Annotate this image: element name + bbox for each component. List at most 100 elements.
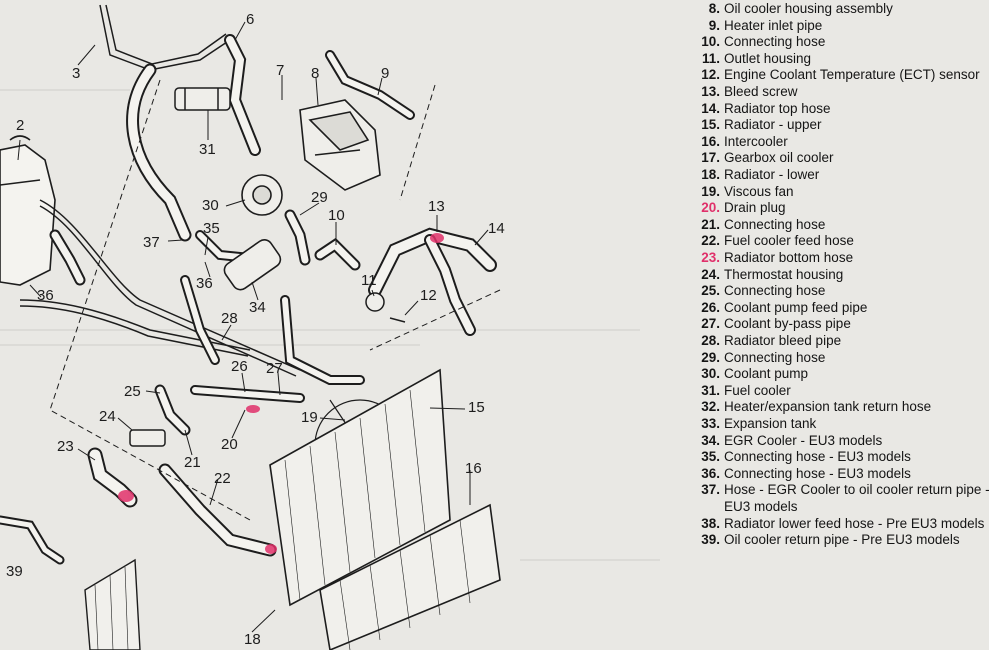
legend-number: 19.: [701, 183, 720, 199]
legend-item: 27.Coolant by-pass pipe: [680, 316, 851, 332]
callout-26: 26: [231, 358, 248, 375]
legend-label: Oil cooler housing assembly: [724, 1, 893, 16]
callout-31: 31: [199, 141, 216, 158]
legend-item: 34.EGR Cooler - EU3 models: [680, 433, 882, 449]
diagram-drawing: [0, 4, 660, 650]
callout-36-b: 36: [37, 287, 54, 304]
legend-label: Connecting hose: [724, 216, 826, 232]
callout-12: 12: [420, 287, 437, 304]
intercooler: [319, 503, 501, 650]
legend-item: 16.Intercooler: [680, 134, 788, 150]
legend-item: 39.Oil cooler return pipe - Pre EU3 mode…: [680, 532, 960, 548]
legend-number: 38.: [701, 515, 720, 531]
legend-item: 18. Radiator - lower: [680, 167, 819, 183]
legend-item: 28. Radiator bleed pipe: [680, 333, 841, 349]
legend-number: 33.: [701, 416, 720, 431]
callout-30: 30: [202, 197, 219, 214]
legend-item: 30.Coolant pump: [680, 366, 808, 382]
legend-number: 13.: [701, 84, 720, 99]
legend-number: 28.: [701, 333, 720, 348]
callout-28: 28: [221, 310, 238, 327]
callout-22: 22: [214, 470, 231, 487]
legend-label: Bleed screw: [724, 84, 798, 99]
legend-item: 35.Connecting hose - EU3 models: [680, 449, 911, 465]
legend-number: 11.: [701, 50, 720, 66]
callout-29: 29: [311, 189, 328, 206]
callout-7: 7: [276, 62, 285, 79]
legend-item: 25.Connecting hose: [680, 283, 825, 299]
legend-number: 9.: [708, 17, 720, 33]
callout-15: 15: [468, 399, 485, 416]
legend-item: 32.Heater/expansion tank return hose: [680, 399, 931, 415]
legend-label: Oil cooler return pipe - Pre EU3 models: [724, 532, 960, 548]
callout-36: 36: [196, 275, 213, 292]
legend-item: 11.Outlet housing: [680, 51, 811, 67]
callout-2: 2: [16, 117, 25, 134]
legend-label: Connecting hose: [724, 283, 826, 299]
egr-cooler: [223, 238, 282, 291]
legend-number: 32.: [701, 399, 720, 415]
legend-number: 37.: [701, 482, 720, 498]
legend-number: 36.: [701, 465, 720, 481]
legend-label: EGR Cooler - EU3 models: [724, 432, 883, 448]
callout-34: 34: [249, 299, 266, 316]
legend-label: Radiator bleed pipe: [724, 333, 842, 348]
callout-13: 13: [428, 198, 445, 215]
legend-label: Coolant by-pass pipe: [724, 316, 851, 332]
legend-number: 17.: [701, 150, 720, 166]
legend-label: Heater/expansion tank return hose: [724, 399, 932, 415]
legend-item: 29.Connecting hose: [680, 350, 825, 366]
legend-label: Radiator - upper: [724, 117, 822, 133]
callout-27: 27: [266, 360, 283, 377]
legend-label: Connecting hose: [724, 34, 826, 50]
legend-label: Radiator - lower: [724, 167, 820, 182]
legend-number: 25.: [701, 283, 720, 299]
legend-label: Expansion tank: [724, 416, 817, 431]
legend-item: 17.Gearbox oil cooler: [680, 150, 833, 166]
legend-number: 23.: [701, 250, 720, 265]
legend-label: EU3 models: [724, 499, 798, 514]
legend-number: 12.: [701, 67, 720, 83]
legend-item: 38.Radiator lower feed hose - Pre EU3 mo…: [680, 516, 984, 532]
legend-item: 8.Oil cooler housing assembly: [680, 1, 893, 17]
legend-number: 22.: [701, 233, 720, 249]
legend-label: Radiator bottom hose: [724, 250, 854, 265]
legend-label: Hose - EGR Cooler to oil cooler return p…: [724, 482, 989, 498]
legend-number: 18.: [701, 167, 720, 182]
legend-label: Heater inlet pipe: [724, 17, 823, 33]
callout-19: 19: [301, 409, 318, 426]
legend-number: 21.: [701, 216, 720, 232]
legend-label: Radiator lower feed hose - Pre EU3 model…: [724, 515, 985, 531]
legend-number: 20.: [701, 200, 720, 216]
callout-25: 25: [124, 383, 141, 400]
legend-number: 39.: [701, 532, 720, 548]
legend-item: 23. Radiator bottom hose: [680, 250, 853, 266]
legend-label: Intercooler: [724, 133, 788, 149]
legend-item: 33. Expansion tank: [680, 416, 816, 432]
legend-label: Fuel cooler: [724, 382, 791, 398]
callout-3: 3: [72, 65, 81, 82]
callout-16: 16: [465, 460, 482, 477]
legend-label: Connecting hose: [724, 349, 826, 365]
legend-label: Thermostat housing: [724, 266, 844, 282]
coolant-pump: [241, 174, 283, 216]
legend-number: 15.: [701, 117, 720, 133]
radiator-upper: [269, 368, 451, 607]
legend-item: 10.Connecting hose: [680, 34, 825, 50]
legend-number: 34.: [701, 432, 720, 448]
callout-23: 23: [57, 438, 74, 455]
legend-item: 14.Radiator top hose: [680, 101, 830, 117]
legend-item: 13. Bleed screw: [680, 84, 798, 100]
callout-39: 39: [6, 563, 23, 580]
callout-9: 9: [381, 65, 390, 82]
legend-number: 27.: [701, 316, 720, 332]
legend-label: Drain plug: [724, 200, 786, 216]
legend-item: 9.Heater inlet pipe: [680, 17, 823, 34]
thermostat-housing: [129, 429, 166, 447]
legend-number: 26.: [701, 299, 720, 315]
cooling-system-diagram: 2 3 6 7 8 9 10 11 12 13 14 15 16 18 19 2…: [0, 4, 660, 650]
legend-number: 35.: [701, 449, 720, 465]
legend-item: 15.Radiator - upper: [680, 117, 822, 133]
legend-number: 31.: [701, 382, 720, 398]
